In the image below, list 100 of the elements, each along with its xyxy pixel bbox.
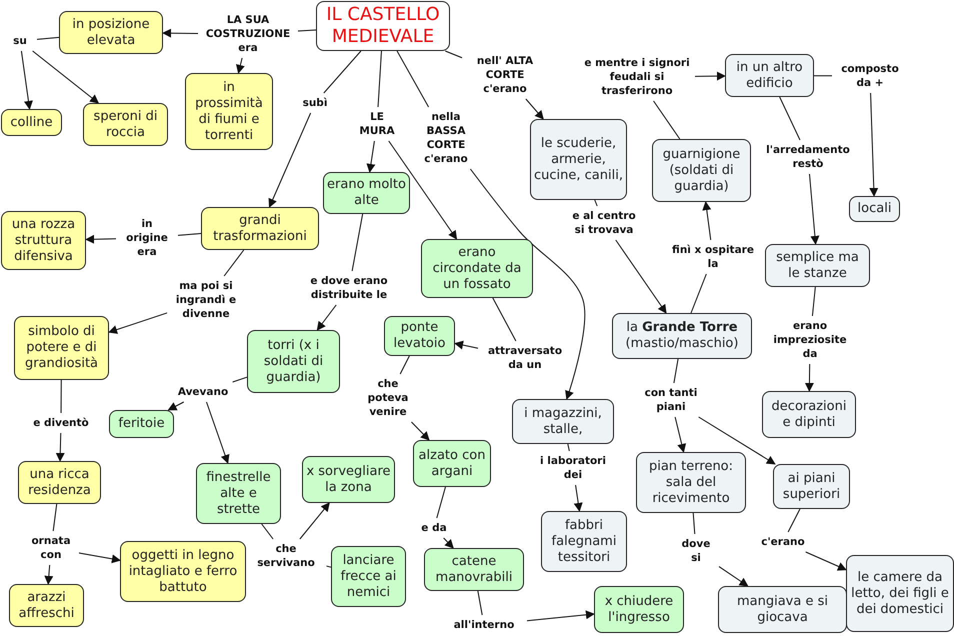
arrow [56,432,65,462]
connector-line [323,50,362,94]
connector-line [567,444,570,452]
arrow [85,234,116,244]
concept-box [636,452,746,513]
concept-box [594,586,684,633]
concept-box [196,463,281,524]
linking-phrase: composto da + [835,62,905,90]
arrow [698,416,776,464]
concept-text: una rozza struttura difensiva [10,216,76,264]
concept-text: ponte levatoio [392,320,446,352]
arrow [108,312,168,334]
concept-text: arazzi affreschi [18,590,76,622]
connector-line [60,380,62,414]
concept-text: locali [858,201,892,217]
concept-box [59,11,163,54]
connector-line [52,504,58,532]
arrow [268,112,312,208]
concept-text: la Grande Torre (mastio/maschio) [624,320,740,352]
arrow [804,364,814,392]
connector-line [812,286,816,316]
connector-line [690,274,707,314]
linking-phrase: e al centro si trovava [569,209,639,237]
arrow [574,484,583,512]
concept-box [725,54,814,97]
connector-line [298,29,316,32]
concept-text: colline [10,114,53,130]
linking-phrase: e dove erano distribuite le [301,274,397,302]
linking-phrase: nell' ALTA CORTE c'erano [465,54,545,96]
connector-line [178,232,202,236]
linking-phrase: all'interno [444,618,524,632]
linking-phrase: c'erano [753,535,813,549]
concept-box [109,410,174,438]
concept-text: alzato con argani [418,448,486,480]
concept-box [541,511,627,572]
connector-line [36,36,60,40]
arrow [869,92,878,197]
linking-phrase: LE MURA [354,110,400,138]
linking-phrase: nella BASSA CORTE c'erano [418,110,474,166]
arrow [454,340,478,350]
arrow [78,552,121,564]
concept-box [424,548,524,591]
arrow [316,304,337,331]
concept-box [384,316,455,356]
concept-box [849,196,900,222]
concept-box [765,244,870,287]
concept-text: pian terreno: sala del ricevimento [648,458,734,506]
connector-line [232,376,248,382]
connector-line [477,590,483,616]
concept-box [512,399,614,444]
connector-line [396,50,430,108]
arrow [718,566,748,586]
concept-box [718,586,847,633]
concept-box [247,330,340,393]
concept-text: semplice ma le stanze [775,250,860,282]
linking-phrase: ornata con [26,534,76,562]
concept-text: x chiudere l'ingresso [604,594,674,626]
arrow [366,140,376,173]
linking-phrase: l'arredamento restò [758,143,858,171]
arrow [20,50,33,110]
concept-text: erano molto alte [327,177,406,209]
concept-box [762,391,856,438]
concept-box [773,464,850,509]
concept-text: oggetti in legno intagliato e ferro battuto [128,548,238,596]
arrow [526,610,595,622]
linking-phrase: e diventò [26,416,96,430]
arrow [525,98,544,120]
arrow [674,416,686,453]
concept-text: lanciare frecce ai nemici [340,552,398,600]
concept-box [83,103,168,146]
connector-line [224,250,244,276]
concept-text: ai piani superiori [782,470,842,502]
arrow [168,402,184,410]
concept-text: grandi trasformazioni [212,212,308,244]
concept-text: una ricca residenza [27,466,92,498]
arrow [694,72,726,81]
concept-box [331,546,406,607]
concept-box [652,139,751,202]
concept-box [612,313,752,359]
connector-line [692,512,696,534]
concept-text: fabbri falegnami tessitori [550,518,618,566]
linking-phrase: che poteva venire [358,377,418,419]
linking-phrase: Avevano [170,385,236,399]
arrow [32,50,100,104]
concept-text: in un altro edificio [735,60,804,92]
concept-box [18,461,101,504]
concept-box [530,119,627,200]
linking-phrase: in origine era [119,217,175,259]
connector-line [378,50,382,108]
concept-text: speroni di roccia [92,108,158,140]
connector-line [326,566,332,568]
linking-phrase: su [6,34,34,48]
title-text: IL CASTELLO MEDIEVALE [325,4,441,48]
concept-text: le camere da letto, dei figli e dei domestici [850,570,950,618]
connector-line [814,75,832,76]
arrow [44,564,54,585]
arrow [299,502,330,540]
linking-phrase: erano impreziosite da [765,319,855,361]
concept-text: in posizione elevata [71,16,151,48]
connector-line [444,50,462,58]
